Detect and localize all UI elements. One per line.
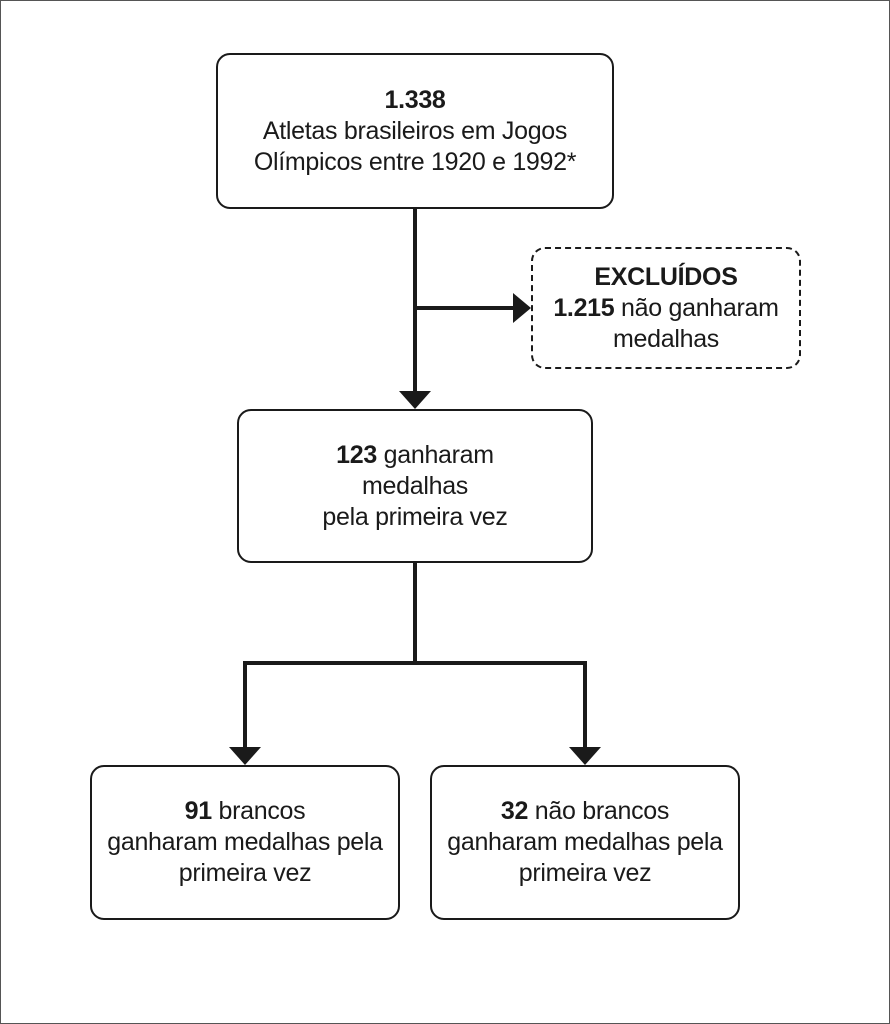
arrowhead-left <box>229 747 261 765</box>
arrowhead-excluded <box>513 293 531 323</box>
excluded-title: EXCLUÍDOS <box>594 262 738 291</box>
medalists-box: 123 ganharam medalhas pela primeira vez <box>237 409 593 563</box>
excluded-line1-text: não ganharam <box>614 293 779 322</box>
medalists-count: 123 <box>336 440 377 469</box>
nonwhite-medalists-box: 32 não brancos ganharam medalhas pela pr… <box>430 765 740 920</box>
nonwhite-medalists-line2: ganharam medalhas pela <box>447 828 723 856</box>
white-medalists-line3: primeira vez <box>178 859 312 887</box>
excluded-box: EXCLUÍDOS 1.215 não ganharam medalhas <box>531 247 801 369</box>
excluded-count: 1.215 <box>553 293 615 322</box>
white-medalists-box: 91 brancos ganharam medalhas pela primei… <box>90 765 400 920</box>
nonwhite-medalists-count: 32 <box>500 797 529 825</box>
arrowhead-mid <box>399 391 431 409</box>
total-athletes-line2: Olímpicos entre 1920 e 1992* <box>253 147 577 176</box>
total-athletes-count: 1.338 <box>384 85 446 114</box>
white-medalists-line1-text: brancos <box>211 797 306 825</box>
medalists-line1-text: ganharam <box>376 440 494 469</box>
medalists-line2: medalhas <box>362 471 468 500</box>
excluded-line2: medalhas <box>613 324 719 353</box>
total-athletes-box: 1.338 Atletas brasileiros em Jogos Olímp… <box>216 53 614 209</box>
white-medalists-count: 91 <box>184 797 213 825</box>
total-athletes-line1: Atletas brasileiros em Jogos <box>262 116 568 145</box>
arrowhead-right <box>569 747 601 765</box>
nonwhite-medalists-line3: primeira vez <box>518 859 652 887</box>
medalists-line3: pela primeira vez <box>322 502 508 531</box>
white-medalists-line2: ganharam medalhas pela <box>107 828 383 856</box>
nonwhite-medalists-line1-text: não brancos <box>528 797 670 825</box>
